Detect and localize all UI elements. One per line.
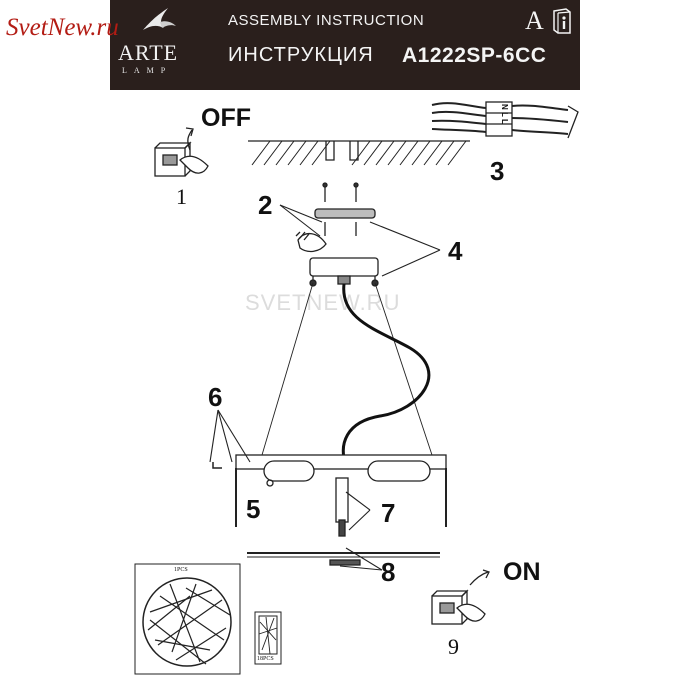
- brand-subtitle: LAMP: [122, 66, 173, 75]
- step-3-label: 3: [490, 156, 505, 186]
- panel-quantity: 18PCS: [257, 656, 274, 662]
- step-7-label: 7: [381, 498, 396, 528]
- diffuser-quantity: 1PCS: [174, 567, 188, 573]
- step-9-label: 9: [448, 634, 459, 659]
- terminal-label-l2: L: [500, 119, 509, 124]
- diffuser-pattern: [147, 583, 231, 665]
- terminal-labels: N L L: [499, 104, 510, 124]
- step-6-label: 6: [208, 382, 223, 412]
- leader-lines: [209, 204, 441, 571]
- info-book-icon: [553, 8, 571, 34]
- ceiling-hatch: [251, 140, 467, 166]
- title-russian: ИНСТРУКЦИЯ: [228, 44, 374, 66]
- switch-off-icon: [154, 127, 209, 177]
- bulb-right: [367, 460, 431, 482]
- step-8-label: 8: [381, 557, 396, 587]
- step-1-label: 1: [176, 184, 187, 209]
- terminal-label-l1: L: [500, 112, 509, 117]
- header-letter: A: [525, 6, 544, 35]
- canopy: [309, 257, 379, 277]
- title-english: ASSEMBLY INSTRUCTION: [228, 12, 425, 29]
- logo-bird-icon: [143, 8, 176, 30]
- header-bar: [110, 0, 580, 90]
- step-2-label: 2: [258, 190, 273, 220]
- terminal-block-icon: [431, 101, 579, 139]
- step-4-label: 4: [448, 236, 463, 266]
- step-5-label: 5: [246, 494, 261, 524]
- watermark-corner: SvetNew.ru: [6, 14, 119, 41]
- terminal-label-n: N: [500, 104, 509, 110]
- switch-on-icon: [431, 569, 490, 625]
- model-number: A1222SP-6CC: [402, 44, 547, 67]
- screw-anchors: [322, 182, 359, 202]
- watermark-center: SVETNEW.RU: [245, 290, 401, 315]
- center-rod: [335, 477, 349, 523]
- mounting-bar: [314, 208, 376, 219]
- brand-name: ARTE: [118, 40, 179, 65]
- off-label: OFF: [201, 104, 251, 132]
- bulb-left: [263, 460, 315, 482]
- on-label: ON: [503, 558, 541, 586]
